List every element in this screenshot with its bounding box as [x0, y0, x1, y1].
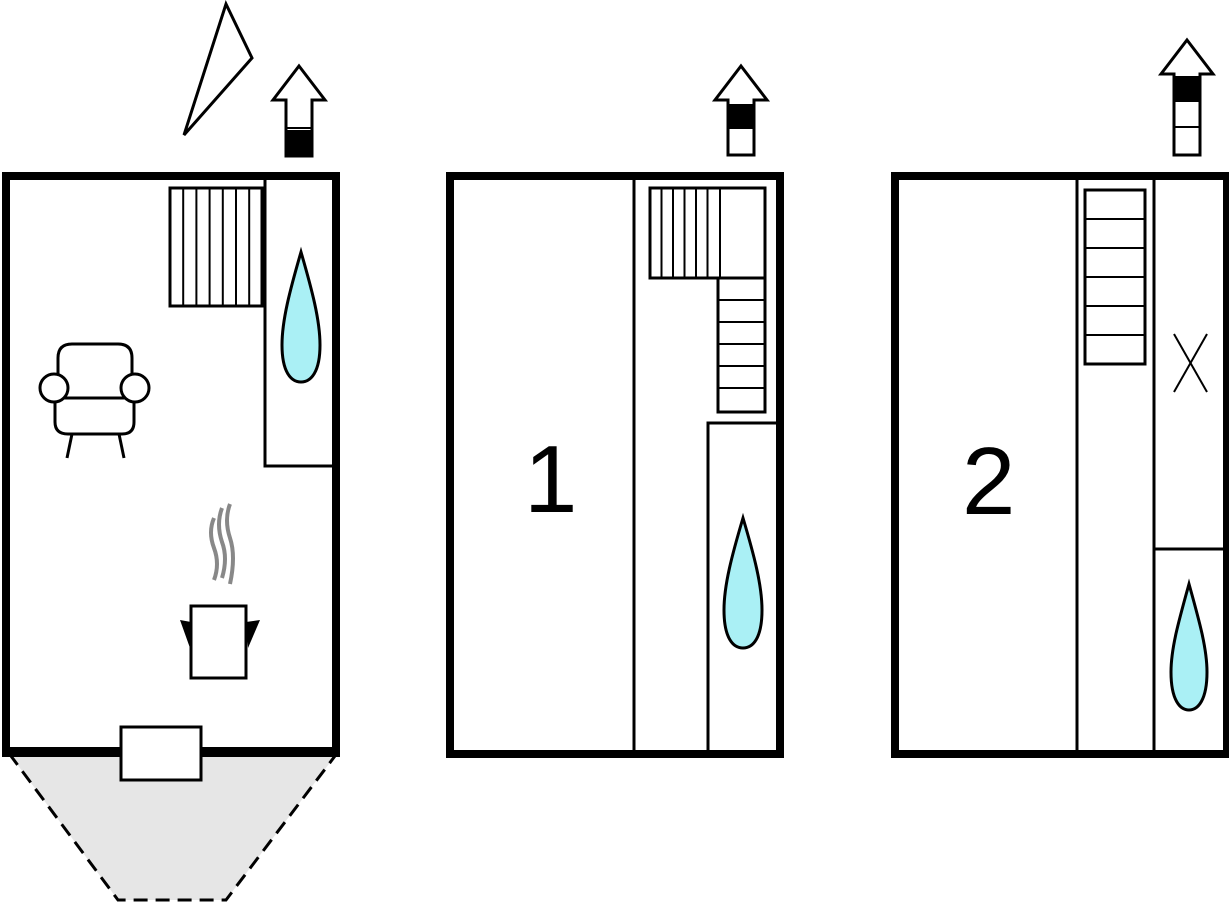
staircase-icon	[168, 186, 264, 308]
staircase-icon	[1083, 188, 1147, 366]
entrance-door	[119, 725, 203, 782]
bathroom-walls	[706, 421, 778, 752]
north-compass-icon	[182, 0, 254, 136]
stove-icon	[180, 503, 260, 680]
floor-number-label: 2	[962, 428, 1015, 535]
staircase-icon	[648, 186, 767, 414]
floor-indicator-icon	[269, 63, 329, 158]
cross-icon	[1173, 333, 1208, 393]
second-floor-plan: 2	[891, 37, 1229, 758]
bathroom-walls	[263, 180, 336, 468]
armchair-icon	[38, 342, 151, 459]
floor-indicator-icon	[1157, 37, 1217, 157]
first-floor-plan: 1	[446, 63, 784, 758]
water-drop-icon	[1169, 578, 1209, 712]
floor-number-label: 1	[524, 426, 577, 533]
water-drop-icon	[280, 246, 322, 384]
ground-floor-plan	[2, 0, 342, 902]
water-drop-icon	[722, 512, 764, 650]
floor-indicator-icon	[711, 63, 771, 157]
